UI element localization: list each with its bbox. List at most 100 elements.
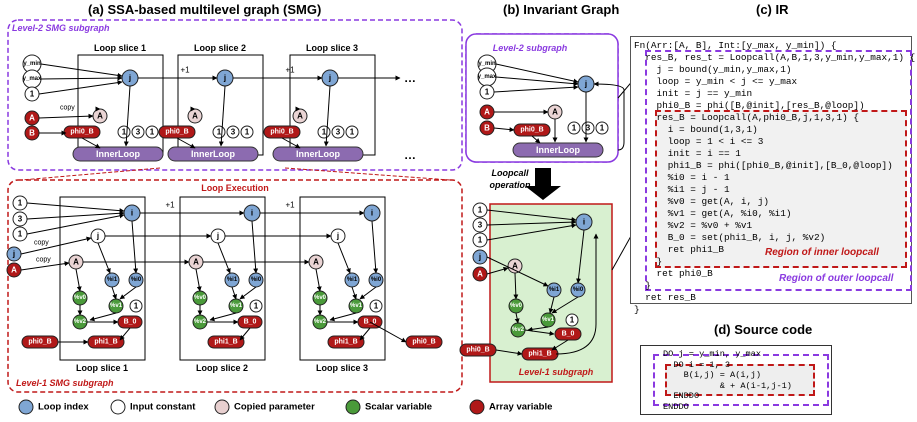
edge bbox=[486, 266, 509, 275]
legend-swatch bbox=[469, 399, 485, 415]
ir-code-line: Fn(Arr:[A, B], Int:[y_max, y_min]) { bbox=[634, 40, 837, 51]
edge bbox=[548, 296, 555, 314]
ir-code-line: init = i == 1 bbox=[634, 148, 741, 159]
array-node-label: phi0_B bbox=[28, 339, 51, 346]
node-label: %i0 bbox=[131, 277, 142, 283]
copy-label: copy bbox=[60, 105, 75, 112]
panel-b-title: (b) Invariant Graph bbox=[503, 2, 620, 17]
node-label: A bbox=[313, 258, 319, 267]
loop-slice-title: Loop slice 2 bbox=[196, 363, 248, 373]
node-label: j bbox=[128, 74, 131, 83]
loop-slice-box bbox=[177, 54, 264, 156]
edge bbox=[329, 312, 357, 322]
node-con bbox=[369, 299, 383, 313]
outer-loop-region bbox=[653, 354, 829, 406]
source-code-line: DO j = y_min, y_max bbox=[663, 349, 761, 359]
node-label: j bbox=[336, 232, 339, 241]
edge bbox=[495, 76, 579, 87]
node-label: j bbox=[12, 250, 15, 259]
legend-label: Input constant bbox=[130, 402, 196, 413]
edge bbox=[281, 137, 301, 149]
node-label: %i0 bbox=[573, 287, 584, 293]
edge bbox=[38, 80, 123, 95]
node-label: 1 bbox=[150, 128, 155, 137]
legend-label: Copied parameter bbox=[234, 402, 315, 413]
ir-code-line: ret phi1_B bbox=[634, 244, 725, 255]
loop-slice-box bbox=[77, 54, 164, 156]
node-con bbox=[567, 121, 581, 135]
node-label: 3 bbox=[336, 128, 341, 137]
copy-label: copy bbox=[36, 257, 51, 264]
edge bbox=[531, 135, 541, 144]
edge bbox=[486, 256, 549, 287]
edge bbox=[38, 113, 94, 119]
edge bbox=[369, 321, 407, 343]
inner-loop-label: InnerLoop bbox=[536, 145, 580, 155]
loop-slice-title: Loop slice 3 bbox=[316, 363, 368, 373]
legend-swatch bbox=[18, 399, 34, 415]
inner-loop-label: InnerLoop bbox=[191, 149, 235, 159]
node-label: j bbox=[96, 232, 99, 241]
edge bbox=[231, 286, 237, 300]
node-label: B bbox=[484, 124, 490, 133]
ir-code-line: ret phi0_B bbox=[634, 268, 713, 279]
array-node-label: phi0_B bbox=[270, 129, 293, 136]
ir-code-line: B_0 = set(phi1_B, i, j, %v2) bbox=[634, 232, 826, 243]
edge bbox=[75, 268, 82, 292]
node-label: 3 bbox=[18, 215, 23, 224]
node-label: %i1 bbox=[549, 287, 560, 293]
edge bbox=[513, 272, 519, 300]
node-label: 1 bbox=[572, 124, 577, 133]
node-label: 1 bbox=[254, 302, 259, 311]
loop-slice-box bbox=[59, 196, 146, 361]
array-node-label: B_0 bbox=[562, 331, 575, 338]
node-con bbox=[565, 313, 579, 327]
node-label: j bbox=[216, 232, 219, 241]
node-label: %v1 bbox=[230, 303, 243, 309]
node-label: %v0 bbox=[74, 295, 87, 301]
node-con bbox=[131, 125, 145, 139]
ir-code-line: } bbox=[634, 256, 663, 267]
node-label: y_max bbox=[478, 74, 497, 80]
node-label: %i1 bbox=[347, 277, 358, 283]
node-label: %i0 bbox=[251, 277, 262, 283]
edge bbox=[40, 63, 123, 78]
edge bbox=[26, 202, 125, 214]
ir-code-line: %v2 = %v0 + %v1 bbox=[634, 220, 753, 231]
node-cpy bbox=[187, 108, 203, 124]
ir-code-line: %i1 = j - 1 bbox=[634, 184, 730, 195]
ir-code-line: res_B = Loopcall(A,phi0_B,j,1,3,1) { bbox=[634, 112, 860, 123]
level1-label: Level-1 SMG subgraph bbox=[16, 378, 114, 388]
outer-region-label: Region of outer loopcall bbox=[779, 273, 894, 284]
array-node-label: phi1_B bbox=[94, 339, 117, 346]
ir-code-line: j = bound(y_min,y_max,1) bbox=[634, 64, 792, 75]
node-label: y_max bbox=[23, 76, 42, 82]
increment-label: +1 bbox=[285, 201, 295, 210]
inner-loop-region bbox=[665, 364, 815, 396]
node-label: A bbox=[512, 262, 518, 271]
edge bbox=[119, 327, 131, 341]
node-cpy bbox=[292, 108, 308, 124]
node-label: A bbox=[11, 266, 17, 275]
node-label: 1 bbox=[30, 90, 35, 99]
array-node-label: phi0_B bbox=[412, 339, 435, 346]
edge bbox=[176, 137, 196, 149]
ir-code-line: res_B, res_t = Loopcall(A,B,1,3,y_min,y_… bbox=[634, 52, 916, 63]
inner-loop-node bbox=[272, 146, 364, 162]
legend-swatch bbox=[110, 399, 126, 415]
node-label: i bbox=[371, 209, 373, 218]
array-node-label: phi1_B bbox=[334, 339, 357, 346]
operation-label: operation bbox=[489, 180, 531, 190]
edge bbox=[486, 223, 577, 241]
loop-slice-title: Loop slice 1 bbox=[76, 363, 128, 373]
edge bbox=[20, 261, 70, 271]
node-con bbox=[226, 125, 240, 139]
edge bbox=[359, 286, 377, 300]
node-label: A bbox=[484, 108, 490, 117]
edge bbox=[337, 242, 351, 274]
node-label: %v1 bbox=[350, 303, 363, 309]
ir-code-line: phi0_B = phi([B,@init],[res_B,@loop]) bbox=[634, 100, 865, 111]
node-label: 1 bbox=[322, 128, 327, 137]
